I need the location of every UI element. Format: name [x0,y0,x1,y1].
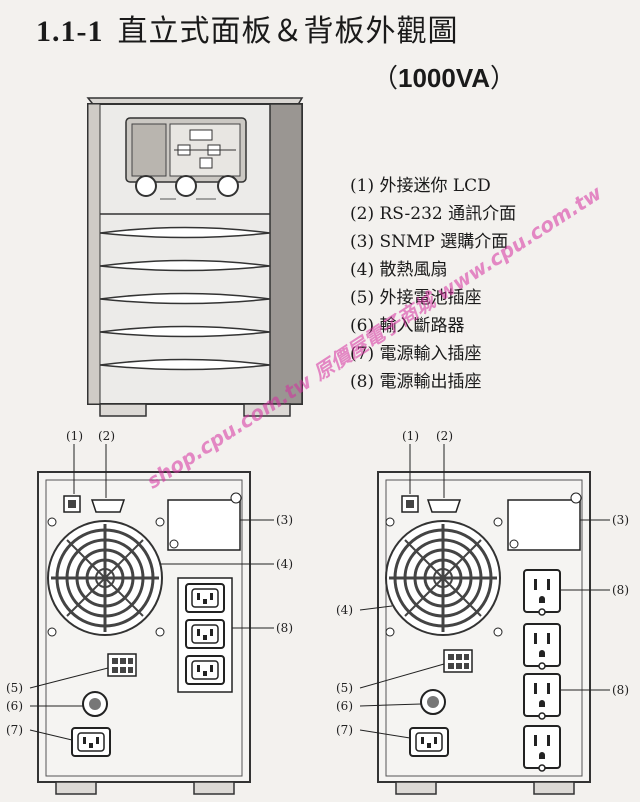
legend-item-breaker: (6) 輸入斷路器 [350,316,465,336]
legend-item-rs232: (2) RS-232 通訊介面 [350,204,517,224]
callout-1-left: (1) [66,429,83,443]
callout-3-right: (3) [612,513,629,527]
rear-view-iec [37,471,251,795]
page-title: 1.1-1 直立式面板＆背板外觀圖 [36,6,459,50]
callout-4-right: (4) [336,603,353,617]
section-number: 1.1-1 [36,15,104,48]
callout-8-left: (8) [276,621,293,635]
callout-2-left: (2) [98,429,115,443]
legend-item-snmp: (3) SNMP 選購介面 [350,232,509,252]
callout-5-left: (5) [6,681,23,695]
callout-7-right: (7) [336,723,353,737]
callout-1-right: (1) [402,429,419,443]
rear-view-nema [377,471,591,795]
legend-item-output: (8) 電源輸出插座 [350,372,482,392]
callout-4-left: (4) [276,557,293,571]
callout-6-left: (6) [6,699,23,713]
callout-3-left: (3) [276,513,293,527]
callout-2-right: (2) [436,429,453,443]
model-rating: 1000VA [398,63,491,93]
parts-legend: (1) 外接迷你 LCD (2) RS-232 通訊介面 (3) SNMP 選購… [350,172,516,396]
title-text: 直立式面板＆背板外觀圖 [117,14,459,49]
callout-8-right-b: (8) [612,683,629,697]
model-subtitle: （1000VA） [372,63,517,94]
callout-5-right: (5) [336,681,353,695]
right-callouts: (1) (2) (3) (8) (8) (4) (5) (6) (7) [336,429,629,739]
front-view [86,97,304,417]
left-callouts: (1) (2) (3) (4) (8) (5) (6) (7) [6,429,293,741]
legend-item-input: (7) 電源輸入插座 [350,344,482,364]
legend-item-battery: (5) 外接電池插座 [350,288,482,308]
legend-item-lcd: (1) 外接迷你 LCD [350,176,491,196]
callout-6-right: (6) [336,699,353,713]
callout-8-right-a: (8) [612,583,629,597]
legend-item-fan: (4) 散熱風扇 [350,260,448,280]
callout-7-left: (7) [6,723,23,737]
